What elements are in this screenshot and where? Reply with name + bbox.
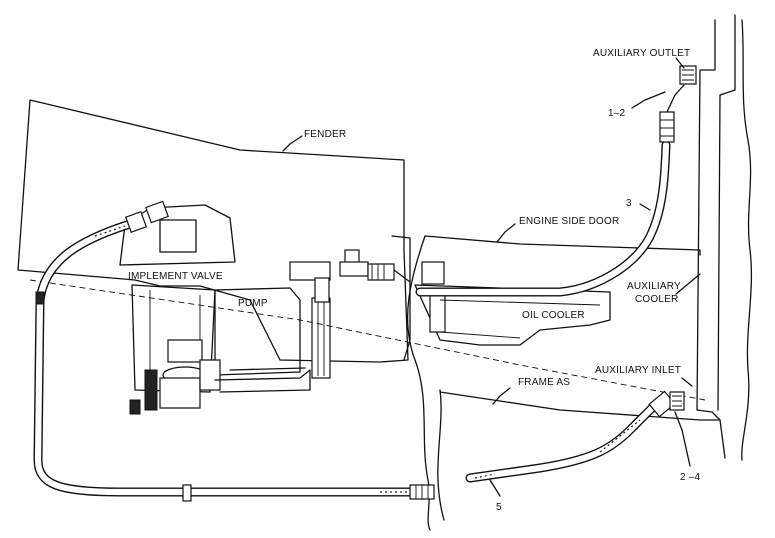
leader-2-4 [674, 411, 691, 467]
right-vertical-tube [696, 19, 721, 421]
label-implement-valve: IMPLEMENT VALVE [128, 271, 223, 282]
leader-5 [489, 479, 501, 497]
leader-fender [282, 135, 303, 152]
fender-outline [17, 99, 409, 363]
right-wavy-edge [741, 19, 753, 461]
center-panel-wavy-edge-2 [437, 389, 445, 521]
label-auxiliary-outlet: AUXILIARY OUTLET [593, 48, 690, 59]
label-auxiliary-cooler-2: COOLER [635, 294, 678, 305]
engine-side-door-outline [424, 235, 701, 256]
label-engine-side-door: ENGINE SIDE DOOR [519, 216, 619, 227]
leader-3 [639, 203, 651, 211]
leader-engine-side-door [496, 223, 516, 243]
label-auxiliary-cooler-1: AUXILIARY [627, 281, 681, 292]
callout-3: 3 [626, 198, 632, 209]
label-auxiliary-inlet: AUXILIARY INLET [595, 365, 681, 376]
frame-as-outline [439, 391, 726, 459]
callout-1-2: 1–2 [608, 108, 626, 119]
leader-auxiliary-outlet [675, 57, 685, 69]
callout-5: 5 [496, 502, 502, 513]
label-frame-as: FRAME AS [518, 377, 570, 388]
pump-fittings [339, 249, 411, 283]
leader-auxiliary-inlet [681, 377, 693, 387]
leader-1-2 [631, 91, 666, 109]
leader-frame-as [492, 387, 511, 405]
fitting-1-2 [659, 111, 675, 143]
oil-cooler [414, 261, 611, 346]
hose-auxiliary-inlet [465, 400, 660, 483]
label-pump: PUMP [238, 298, 268, 309]
callout-2-4: 2 –4 [680, 472, 701, 483]
right-vertical-tube-inner [717, 14, 736, 411]
label-oil-cooler: OIL COOLER [522, 310, 585, 321]
frame-dashed-line [29, 279, 706, 401]
leader-auxiliary-cooler [675, 273, 701, 295]
pump-assembly [129, 261, 331, 415]
label-fender: FENDER [304, 129, 346, 140]
